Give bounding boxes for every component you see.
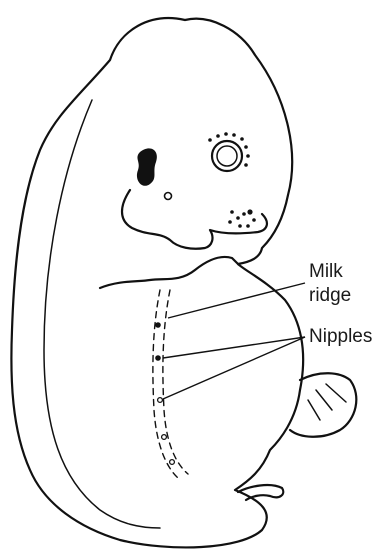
label-milk-ridge-line1: Milk <box>309 261 343 282</box>
nipples-leader-1 <box>163 337 305 358</box>
eye-inner <box>217 146 237 166</box>
tail <box>238 485 283 500</box>
label-nipples: Nipples <box>309 326 372 347</box>
ear-pit <box>165 193 172 200</box>
nipples-leader-2 <box>163 337 305 399</box>
nipples <box>155 322 174 464</box>
face-contour <box>122 190 267 249</box>
ear <box>137 148 157 185</box>
hind-limb-digits <box>308 384 346 420</box>
milk-ridge-inner <box>163 290 188 474</box>
embryo-outline <box>11 18 303 547</box>
chest-fold <box>100 257 239 288</box>
label-milk-ridge-line2: ridge <box>309 285 351 306</box>
snout-dots <box>228 209 256 227</box>
hind-limb <box>290 373 356 437</box>
